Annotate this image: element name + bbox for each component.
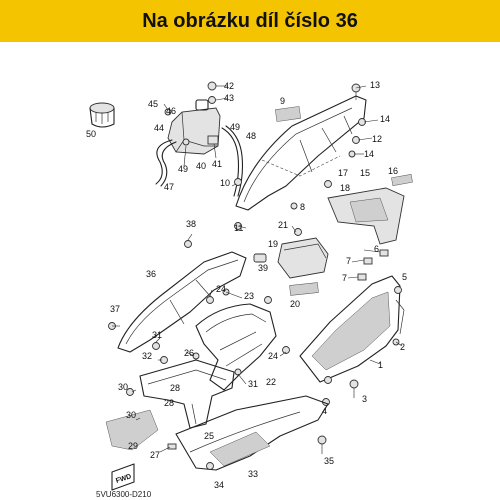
callout-34: 34 xyxy=(214,480,224,490)
callout-7a: 7 xyxy=(346,256,351,266)
callout-16: 16 xyxy=(388,166,398,176)
reservoir-cap xyxy=(89,102,115,128)
callout-31a: 31 xyxy=(152,330,162,340)
callout-28b: 28 xyxy=(164,398,174,408)
center-cover-panel xyxy=(277,237,329,279)
callout-5: 5 xyxy=(402,272,407,282)
right-cover-bolts xyxy=(322,286,402,406)
callout-19: 19 xyxy=(268,239,278,249)
label-plate xyxy=(274,106,302,122)
side-cover-bolts xyxy=(108,240,267,330)
callout-50: 50 xyxy=(86,129,96,139)
callout-42: 42 xyxy=(224,81,234,91)
callout-44: 44 xyxy=(154,123,164,133)
callout-20: 20 xyxy=(290,299,300,309)
callout-38: 38 xyxy=(186,219,196,229)
callout-6: 6 xyxy=(374,244,379,254)
callout-32: 32 xyxy=(142,351,152,361)
callout-18: 18 xyxy=(340,183,350,193)
inner-fender xyxy=(195,303,277,391)
diagram-reference-code: 5VU6300-D210 xyxy=(96,490,152,499)
lower-cover-bolts xyxy=(206,435,327,470)
callout-11: 11 xyxy=(234,223,243,233)
callout-14a: 14 xyxy=(380,114,390,124)
callout-47: 47 xyxy=(164,182,174,192)
side-cover-right xyxy=(299,275,405,383)
callout-49a: 49 xyxy=(230,122,240,132)
callout-7b: 7 xyxy=(342,273,347,283)
tail-bolts xyxy=(324,180,389,281)
callout-37: 37 xyxy=(110,304,120,314)
mud-flap xyxy=(105,409,159,451)
reservoir-hose xyxy=(155,139,177,187)
tail-cowl-top xyxy=(327,187,405,245)
reservoir-tank xyxy=(167,99,221,155)
tail-emblem-plate xyxy=(391,174,413,186)
callout-labels: 1 2 3 4 5 6 7 7 8 9 10 11 12 13 14 14 15… xyxy=(86,80,407,490)
forward-direction-arrow: FWD xyxy=(111,463,135,491)
banner-title: Na obrázku díl číslo 36 xyxy=(142,10,358,32)
center-cover-pad xyxy=(289,282,319,296)
callout-1: 1 xyxy=(378,360,383,370)
callout-28a: 28 xyxy=(170,383,180,393)
callout-9: 9 xyxy=(280,96,285,106)
callout-21: 21 xyxy=(278,220,288,230)
center-bolt xyxy=(294,228,302,236)
rear-bolts-top xyxy=(234,83,366,230)
callout-48: 48 xyxy=(246,131,256,141)
callout-23: 23 xyxy=(244,291,254,301)
callout-14b: 14 xyxy=(364,149,374,159)
small-fasteners-top xyxy=(164,81,219,146)
callout-26: 26 xyxy=(184,348,194,358)
callout-40: 40 xyxy=(196,161,206,171)
upper-rear-cover xyxy=(235,95,367,211)
leader-lines xyxy=(112,85,403,453)
callout-17: 17 xyxy=(338,168,348,178)
callout-46: 46 xyxy=(166,106,176,116)
callout-39: 39 xyxy=(258,263,268,273)
callout-13: 13 xyxy=(370,80,380,90)
callout-41: 41 xyxy=(212,159,222,169)
callout-15: 15 xyxy=(360,168,370,178)
callout-25: 25 xyxy=(204,431,214,441)
callout-27: 27 xyxy=(150,450,160,460)
callout-12: 12 xyxy=(372,134,382,144)
callout-35: 35 xyxy=(324,456,334,466)
callout-24b: 24 xyxy=(268,351,278,361)
title-banner xyxy=(0,0,500,42)
callout-30b: 30 xyxy=(126,410,136,420)
lower-cover xyxy=(175,395,329,471)
callout-24a: 24 xyxy=(216,284,226,294)
side-cover-left xyxy=(117,251,247,353)
callout-33: 33 xyxy=(248,469,258,479)
callout-8: 8 xyxy=(300,202,305,212)
callout-43: 43 xyxy=(224,93,234,103)
callout-29: 29 xyxy=(128,441,138,451)
callout-4: 4 xyxy=(322,406,327,416)
callout-10: 10 xyxy=(220,178,230,188)
callout-30a: 30 xyxy=(118,382,128,392)
fwd-label: FWD xyxy=(115,473,132,485)
callout-22: 22 xyxy=(266,377,276,387)
callout-45: 45 xyxy=(148,99,158,109)
callout-36: 36 xyxy=(146,269,156,279)
callout-2: 2 xyxy=(400,342,405,352)
callout-49b: 49 xyxy=(178,164,188,174)
rear-bracket xyxy=(139,359,235,429)
callout-31b: 31 xyxy=(248,379,258,389)
callout-3: 3 xyxy=(362,394,367,404)
